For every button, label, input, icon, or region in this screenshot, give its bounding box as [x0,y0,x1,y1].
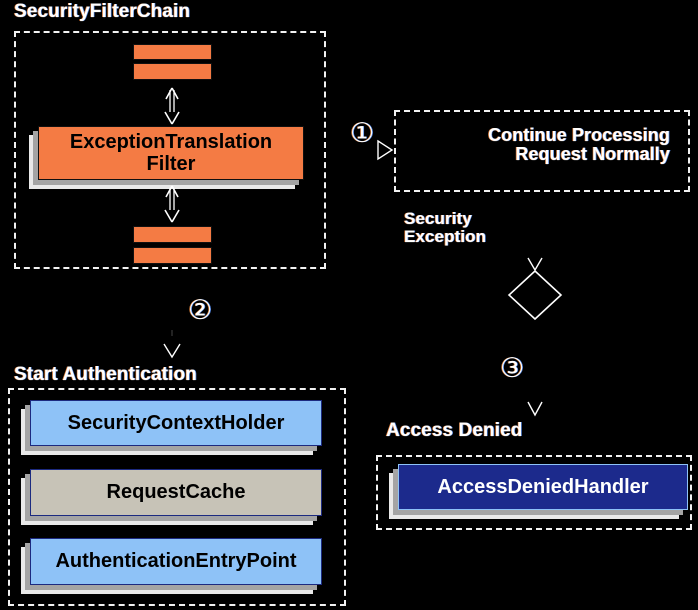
group-start-authentication [8,388,346,606]
node-label-authentication-entry-point: AuthenticationEntryPoint [30,538,322,585]
decision-diamond-security-exception [507,257,563,321]
connector-step-3 [527,401,543,417]
group-title-access-denied: Access Denied [386,420,523,441]
filter-bar-top-1 [133,44,212,60]
connector-step-2 [163,330,181,359]
connector-step-1 [377,139,394,161]
node-label-request-cache: RequestCache [30,469,322,516]
node-security-context-holder[interactable]: SecurityContextHolder [21,400,322,455]
node-label-security-context-holder: SecurityContextHolder [30,400,322,446]
group-title-security-filter-chain: SecurityFilterChain [14,1,191,22]
filter-bar-top-2 [133,63,212,80]
filter-bar-bottom-2 [133,247,212,264]
step-badge-2: ② [188,295,213,326]
node-exception-translation-filter[interactable]: ExceptionTranslation Filter [29,126,304,189]
step-badge-1: ① [350,118,375,149]
group-security-filter-chain [14,31,326,269]
group-access-denied [376,455,692,530]
group-label-continue-processing: Continue Processing Request Normally [488,125,670,165]
node-authentication-entry-point[interactable]: AuthenticationEntryPoint [21,538,322,594]
node-label-access-denied-handler: AccessDeniedHandler [398,464,688,510]
filter-bar-bottom-1 [133,226,212,243]
node-label-exception-translation-filter: ExceptionTranslation Filter [38,126,304,180]
node-access-denied-handler[interactable]: AccessDeniedHandler [389,464,688,519]
edge-label-security-exception: Security Exception [404,209,487,247]
step-badge-3: ③ [500,353,525,384]
group-continue-processing: Continue Processing Request Normally [394,110,690,192]
node-request-cache[interactable]: RequestCache [21,469,322,525]
group-title-start-authentication: Start Authentication [14,364,197,385]
